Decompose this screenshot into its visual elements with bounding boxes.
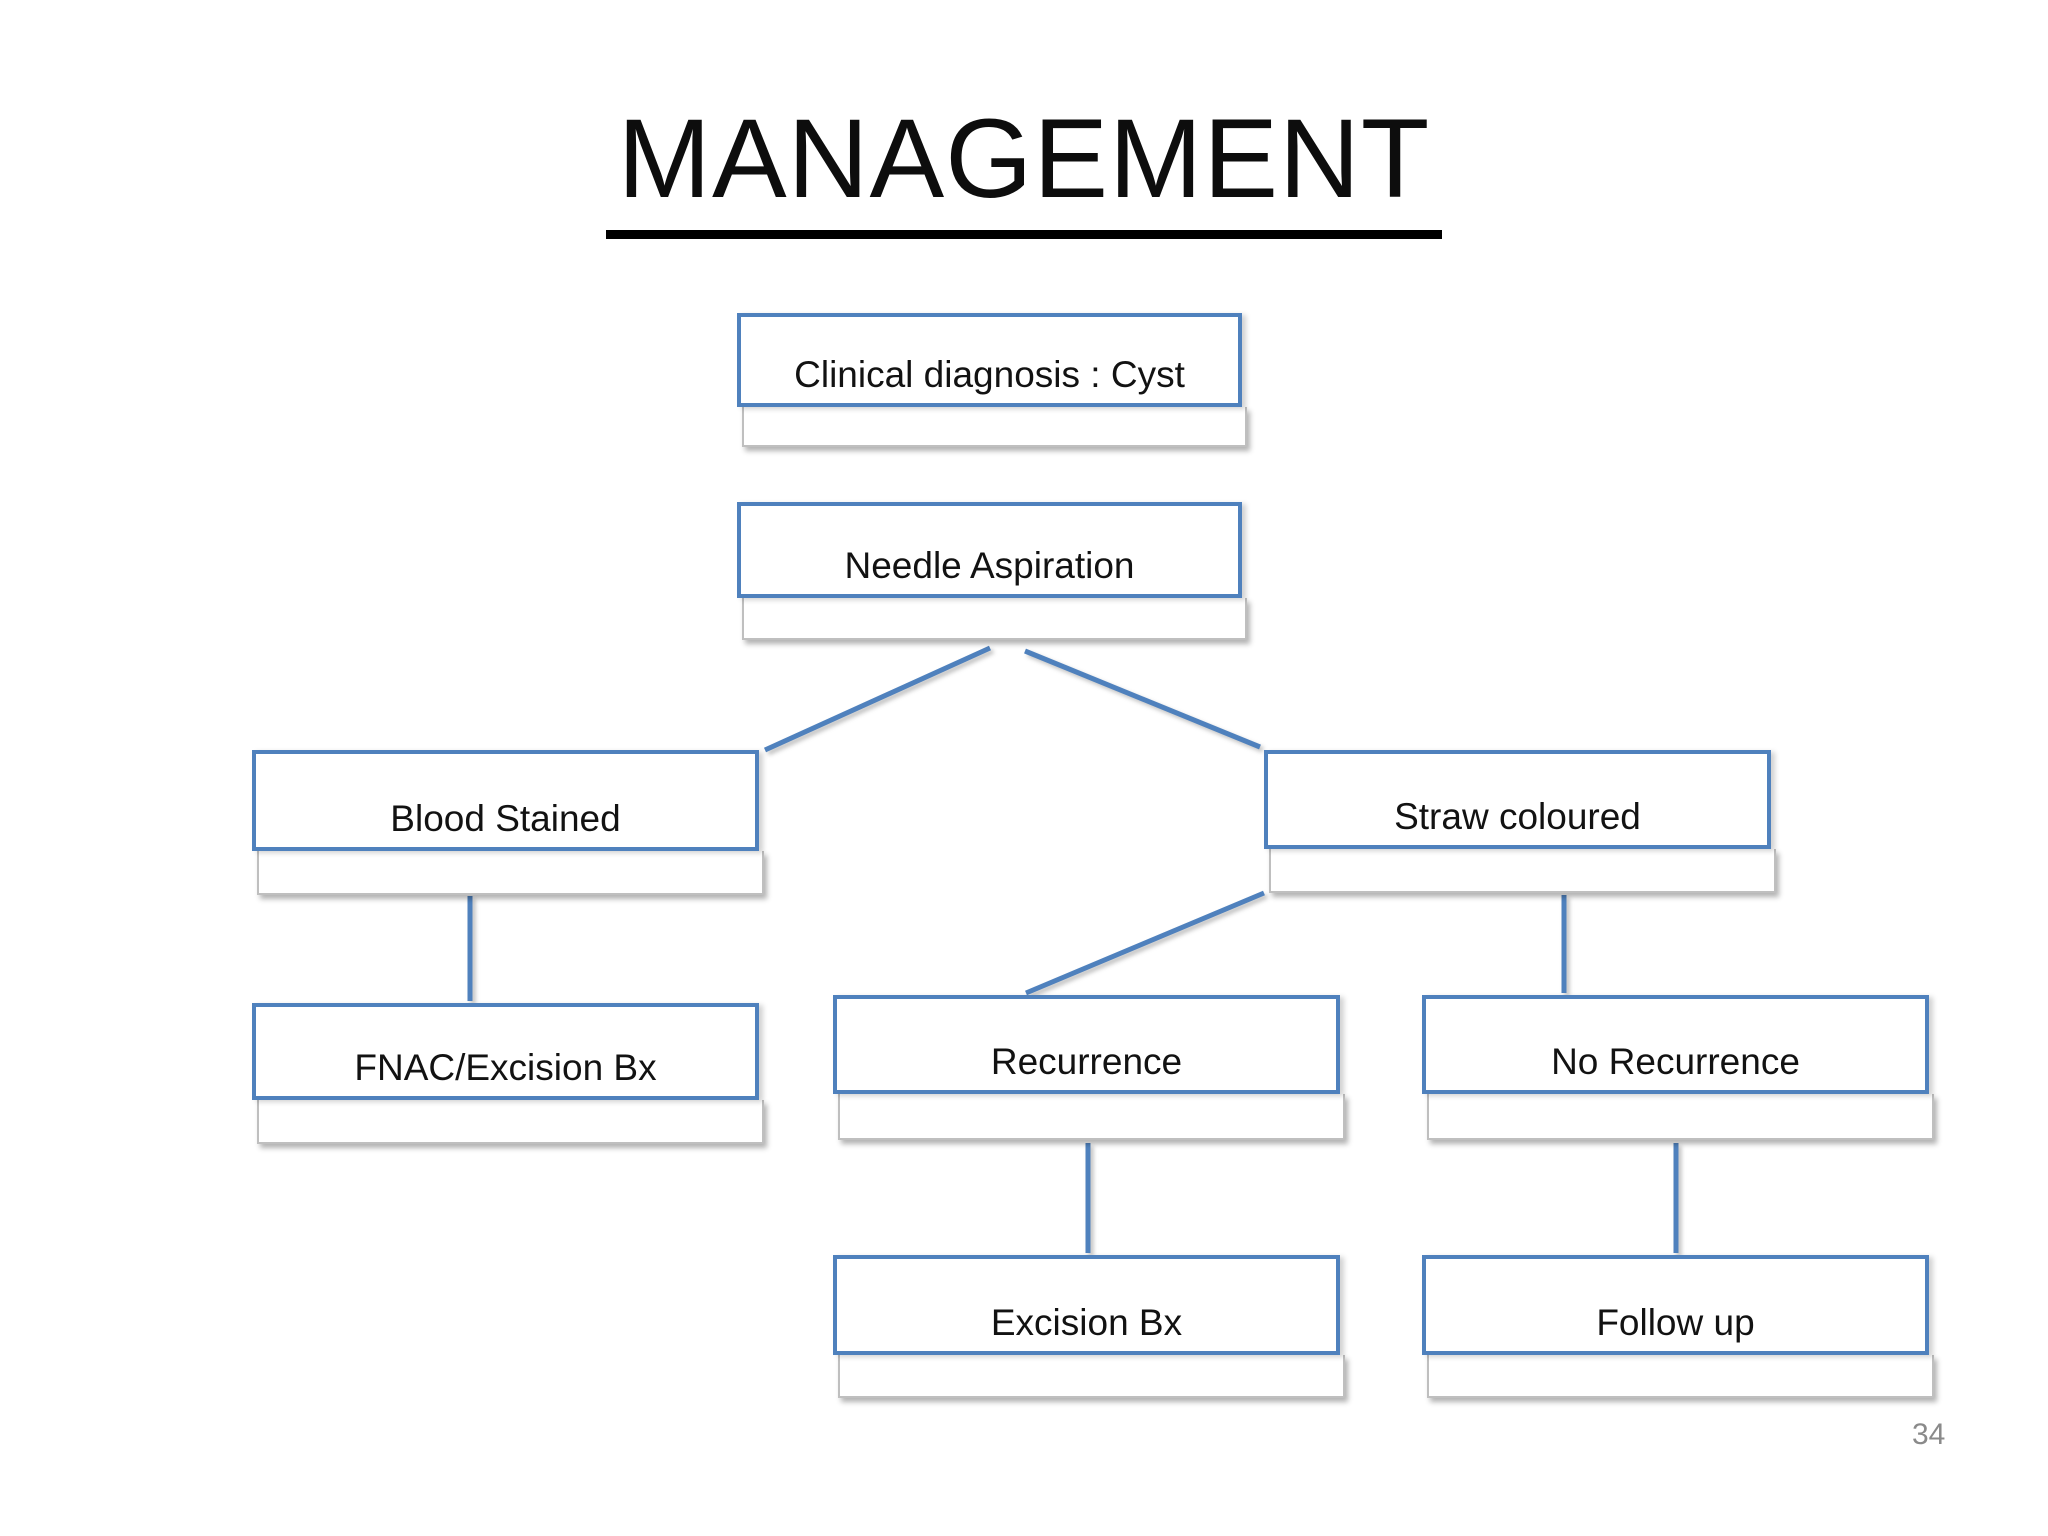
flow-node-shadow-strip [742, 407, 1247, 447]
flow-node-label: Excision Bx [833, 1255, 1340, 1355]
flow-node-label: Needle Aspiration [737, 502, 1242, 598]
flow-node-follow-up: Follow up [1422, 1255, 1934, 1398]
flow-node-label: Blood Stained [252, 750, 759, 851]
flow-node-straw-coloured: Straw coloured [1264, 750, 1776, 893]
flow-node-clinical-diagnosis: Clinical diagnosis : Cyst [737, 313, 1247, 447]
flow-node-shadow-strip [257, 1100, 764, 1144]
flow-node-fnac-excision-bx: FNAC/Excision Bx [252, 1003, 764, 1144]
title-container: MANAGEMENT [0, 100, 2048, 239]
flow-node-needle-aspiration: Needle Aspiration [737, 502, 1247, 640]
flow-node-label: FNAC/Excision Bx [252, 1003, 759, 1100]
flow-node-label: Clinical diagnosis : Cyst [737, 313, 1242, 407]
flow-node-blood-stained: Blood Stained [252, 750, 764, 895]
flow-node-shadow-strip [742, 598, 1247, 640]
flow-node-shadow-strip [838, 1355, 1345, 1398]
slide-title: MANAGEMENT [605, 100, 1443, 239]
page-number: 34 [1912, 1418, 1946, 1451]
flow-node-no-recurrence: No Recurrence [1422, 995, 1934, 1140]
flow-node-shadow-strip [257, 851, 764, 895]
flow-node-shadow-strip [1427, 1094, 1934, 1140]
flow-node-label: No Recurrence [1422, 995, 1929, 1094]
flow-node-label: Follow up [1422, 1255, 1929, 1355]
flow-node-shadow-strip [1427, 1355, 1934, 1398]
flow-node-label: Straw coloured [1264, 750, 1771, 849]
flow-node-excision-bx: Excision Bx [833, 1255, 1345, 1398]
flow-node-shadow-strip [1269, 849, 1776, 893]
flow-node-label: Recurrence [833, 995, 1340, 1094]
flow-node-shadow-strip [838, 1094, 1345, 1140]
flow-node-recurrence: Recurrence [833, 995, 1345, 1140]
